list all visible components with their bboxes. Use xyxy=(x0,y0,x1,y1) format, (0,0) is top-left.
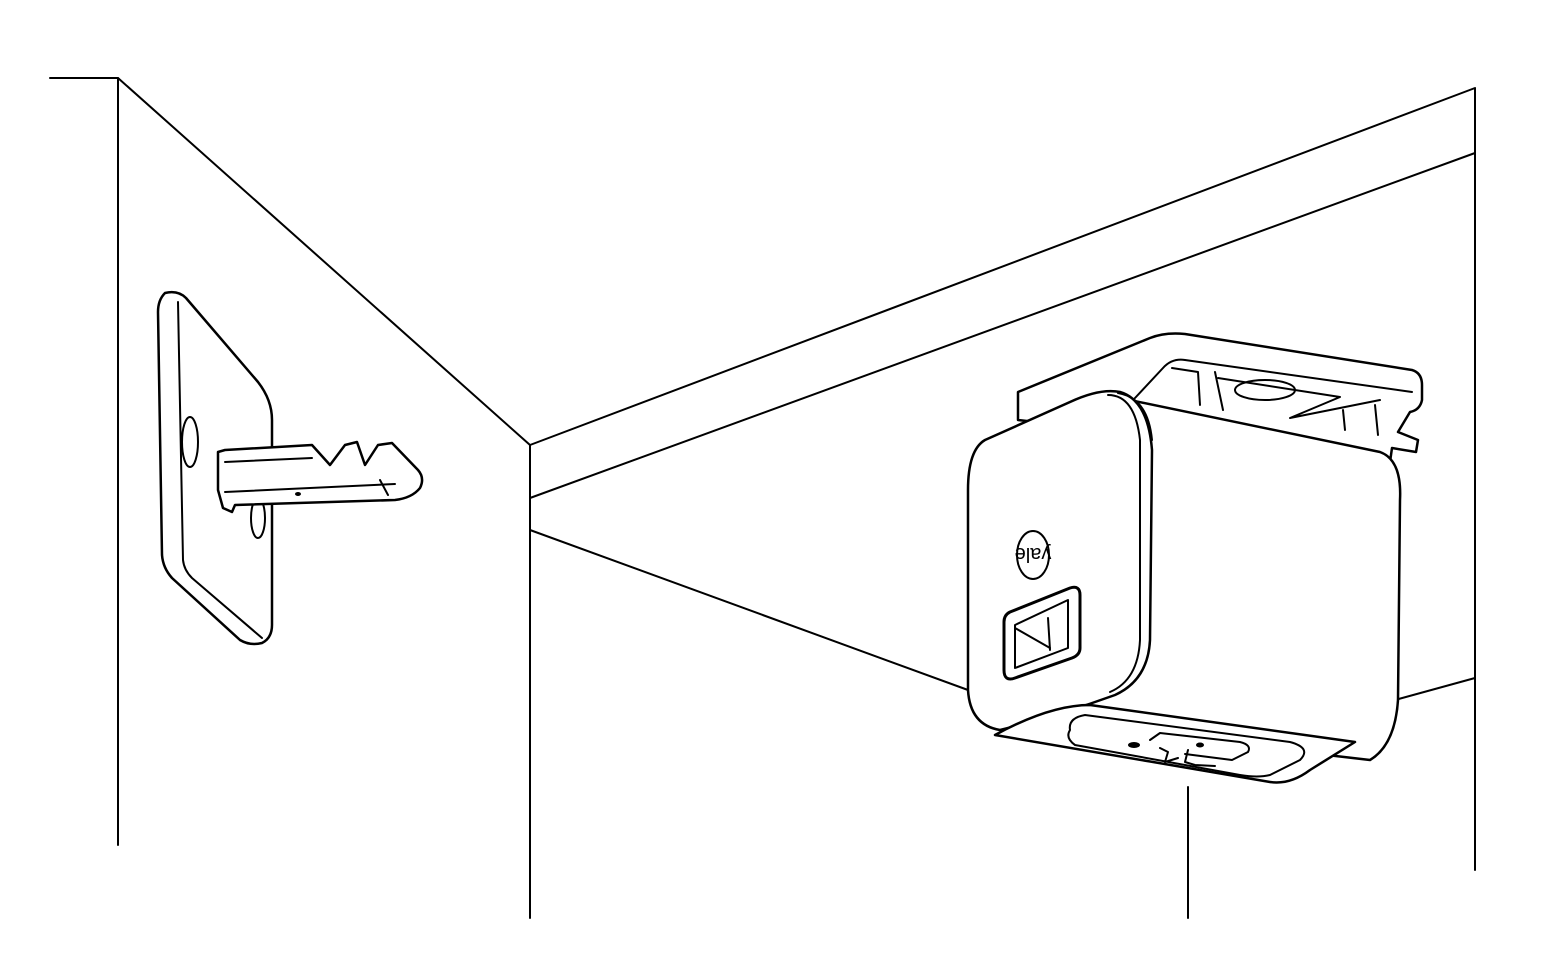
lock-unit: yale xyxy=(966,389,1402,762)
release-tab xyxy=(993,703,1357,919)
cabinet-structure xyxy=(49,77,1476,919)
yale-logo-text: yale xyxy=(1015,543,1052,565)
key-holder xyxy=(156,290,424,646)
key-slot xyxy=(1002,585,1082,681)
yale-logo-circle xyxy=(1016,530,1050,580)
